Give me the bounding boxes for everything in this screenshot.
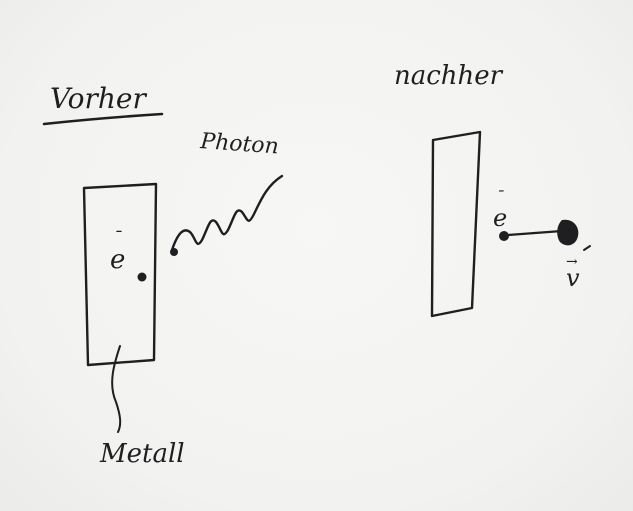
metal-plate-before (82, 182, 158, 367)
photon-dot (170, 248, 178, 256)
electron-dot-before (137, 272, 147, 282)
underline-before (42, 112, 164, 126)
electron-label-after: e (493, 204, 507, 232)
velocity-label: v (566, 264, 580, 292)
velocity-vector-mark: → (566, 254, 578, 270)
electron-dot-after (499, 231, 509, 241)
metal-pointer-line (111, 345, 122, 433)
electron-charge-after: ¯ (496, 187, 504, 206)
electron-label-before: e (110, 245, 125, 275)
photon-wave (170, 174, 284, 252)
metal-plate-after (430, 130, 482, 318)
electron-charge-before: ¯ (113, 228, 122, 249)
velocity-arrow-shaft (506, 229, 564, 237)
label-after: nachher (394, 61, 504, 91)
label-metal: Metall (99, 439, 185, 469)
velocity-arrow-head (557, 219, 579, 246)
label-photon: Photon (199, 129, 280, 159)
label-before: Vorher (50, 82, 147, 115)
velocity-comma-mark (583, 245, 591, 251)
